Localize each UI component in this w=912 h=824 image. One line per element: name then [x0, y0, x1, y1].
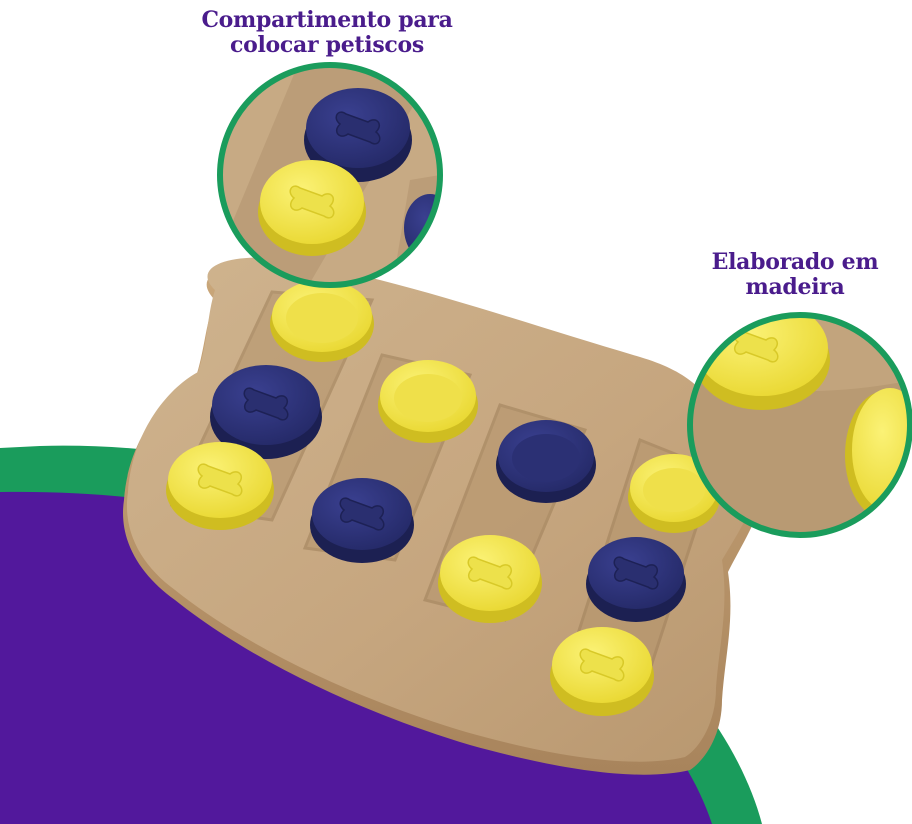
- lid-navy-3: [586, 537, 686, 622]
- lid-yellow-6: [550, 627, 654, 716]
- callout-wood-line1: Elaborado em: [711, 249, 879, 275]
- lid-navy-open: [496, 420, 596, 503]
- bone-icon: [613, 556, 659, 590]
- bone-icon: [467, 556, 513, 590]
- callout-wood-material: Elaborado em madeira: [700, 250, 890, 300]
- lid-navy-2: [310, 478, 414, 563]
- treat-lids: [166, 280, 720, 716]
- lid-yellow-5: [628, 454, 720, 533]
- lid-navy-1: [210, 365, 322, 459]
- callout-treat-line1: Compartimento para: [201, 7, 453, 33]
- callout-wood-line2: madeira: [745, 274, 845, 300]
- zoom-circle-wood-material: [687, 312, 912, 538]
- bone-icon: [289, 185, 335, 219]
- bone-icon: [335, 111, 381, 145]
- lid-yellow-3: [378, 360, 478, 443]
- callout-treat-line2: colocar petiscos: [230, 32, 424, 58]
- lid-yellow-2: [166, 442, 274, 530]
- lid-yellow-1: [270, 280, 374, 362]
- bone-icon: [579, 648, 625, 682]
- lid-yellow-4: [438, 535, 542, 623]
- bone-icon: [339, 497, 385, 531]
- callout-treat-compartment: Compartimento para colocar petiscos: [186, 8, 468, 58]
- bone-icon: [243, 387, 289, 421]
- zoom-circle-treat-compartment: [217, 62, 443, 288]
- bone-icon: [197, 463, 243, 497]
